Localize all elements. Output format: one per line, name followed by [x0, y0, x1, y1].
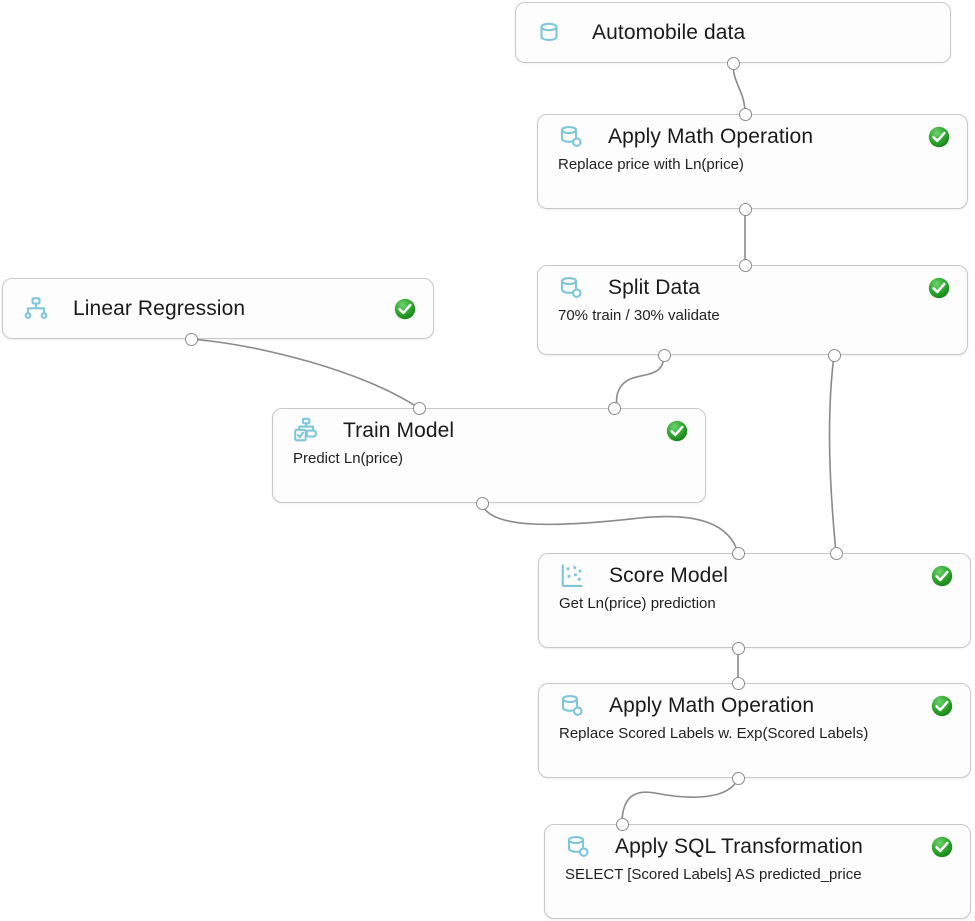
edge-automobile-to-math1[interactable]: [732, 62, 749, 118]
node-title: Score Model: [609, 564, 728, 587]
success-check-icon: [930, 694, 954, 718]
node-split-data[interactable]: Split Data 70% train / 30% validate: [537, 265, 968, 355]
port-out-train-model-0[interactable]: [475, 496, 489, 510]
node-header: Apply Math Operation: [538, 115, 967, 159]
train-model-icon: [291, 416, 321, 446]
node-title: Apply Math Operation: [608, 125, 814, 148]
node-automobile-data[interactable]: Automobile data: [515, 2, 951, 63]
node-header: Apply Math Operation: [539, 684, 970, 728]
edge-split-to-train[interactable]: [610, 354, 665, 412]
success-check-icon: [930, 835, 954, 859]
port-out-score-model-0[interactable]: [731, 641, 745, 655]
edge-linreg-to-train[interactable]: [190, 338, 425, 411]
success-check-icon: [665, 419, 689, 443]
edge-math2-to-sql[interactable]: [618, 777, 739, 829]
node-header: Apply SQL Transformation: [545, 825, 970, 869]
port-in-train-model-0[interactable]: [412, 401, 426, 415]
database-icon: [534, 18, 564, 48]
success-check-icon: [393, 297, 417, 321]
node-subtitle: SELECT [Scored Labels] AS predicted_pric…: [565, 866, 862, 883]
port-out-automobile-data-0[interactable]: [726, 56, 740, 70]
node-header: Split Data: [538, 266, 967, 310]
node-subtitle: Replace price with Ln(price): [558, 156, 744, 173]
port-out-split-data-0[interactable]: [657, 348, 671, 362]
success-check-icon: [927, 125, 951, 149]
success-check-icon: [927, 276, 951, 300]
node-title: Automobile data: [592, 20, 746, 44]
port-out-apply-math-operation-2-0[interactable]: [731, 771, 745, 785]
node-header: Train Model: [273, 409, 705, 453]
node-subtitle: Get Ln(price) prediction: [559, 595, 716, 612]
database-transform-icon: [556, 273, 586, 303]
database-transform-icon: [563, 832, 593, 862]
node-title: Linear Regression: [73, 296, 246, 320]
success-check-icon: [930, 564, 954, 588]
port-in-score-model-0[interactable]: [731, 546, 745, 560]
edge-split-to-score[interactable]: [828, 354, 840, 557]
port-out-apply-math-operation-1-0[interactable]: [738, 202, 752, 216]
port-out-split-data-1[interactable]: [827, 348, 841, 362]
database-transform-icon: [556, 122, 586, 152]
port-in-score-model-1[interactable]: [829, 546, 843, 560]
port-in-split-data-0[interactable]: [738, 258, 752, 272]
node-title: Apply SQL Transformation: [615, 835, 863, 858]
node-title: Apply Math Operation: [609, 694, 815, 717]
edge-train-to-score[interactable]: [481, 502, 743, 556]
port-in-train-model-1[interactable]: [607, 401, 621, 415]
port-in-apply-math-operation-2-0[interactable]: [731, 676, 745, 690]
port-in-apply-math-operation-1-0[interactable]: [738, 107, 752, 121]
hierarchy-icon: [21, 294, 51, 324]
node-header: Score Model: [539, 554, 970, 598]
database-transform-icon: [557, 691, 587, 721]
port-out-linear-regression-0[interactable]: [184, 332, 198, 346]
node-subtitle: Replace Scored Labels w. Exp(Scored Labe…: [559, 725, 869, 742]
node-subtitle: Predict Ln(price): [293, 450, 404, 467]
node-linear-regression[interactable]: Linear Regression: [2, 278, 434, 339]
node-header: Automobile data: [516, 3, 950, 62]
node-subtitle: 70% train / 30% validate: [558, 307, 720, 324]
scatter-plot-icon: [557, 561, 587, 591]
node-title: Split Data: [608, 276, 701, 299]
node-title: Train Model: [343, 419, 455, 442]
node-header: Linear Regression: [3, 279, 433, 338]
port-in-apply-sql-transformation-0[interactable]: [615, 817, 629, 831]
